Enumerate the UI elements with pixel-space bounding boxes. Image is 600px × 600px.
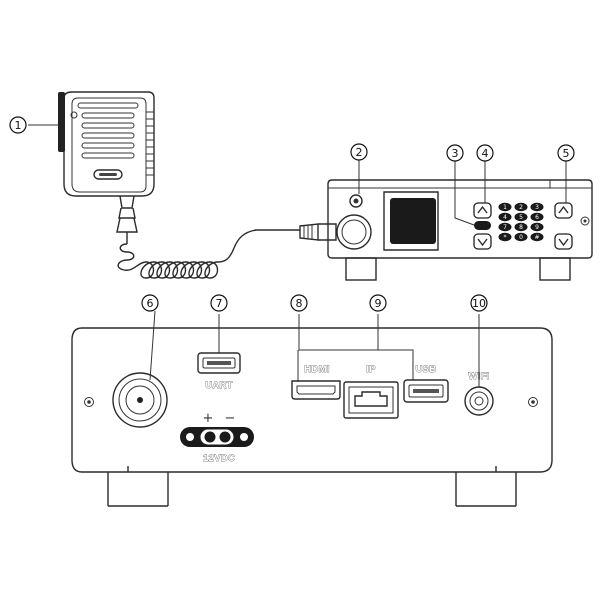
keypad-key-shape	[498, 212, 512, 222]
keypad-key-label: 3	[535, 204, 539, 211]
keypad-key-shape	[530, 212, 544, 222]
left-down-button	[473, 233, 492, 250]
keypad-key-shape	[498, 222, 512, 232]
callout-8: 8	[290, 294, 308, 312]
keypad-key: 7	[498, 222, 512, 232]
right-up-button	[554, 202, 573, 219]
right-down-button	[554, 233, 573, 250]
callout-3: 3	[446, 144, 464, 162]
ptt-key	[474, 221, 491, 230]
mic-ptt-button	[93, 169, 123, 180]
svg-text:9: 9	[375, 297, 382, 310]
ip-label: IP	[366, 364, 376, 375]
power-label: 12VDC	[203, 453, 235, 464]
left-up-button	[473, 202, 492, 219]
power-knob	[349, 194, 363, 208]
svg-text:10: 10	[472, 297, 486, 310]
svg-text:5: 5	[563, 147, 570, 160]
wifi-antenna-connector	[464, 386, 494, 416]
keypad-key-shape	[514, 232, 528, 242]
keypad-key: 6	[530, 212, 544, 222]
keypad-key: 3	[530, 202, 544, 212]
keypad-key-label: 4	[503, 214, 507, 221]
keypad-key-label: *	[504, 234, 507, 241]
keypad-key-shape	[514, 212, 528, 222]
radio-rear-panel: UART + − 12VDC HDMI IP USB	[71, 327, 553, 507]
keypad-key-label: 0	[519, 234, 523, 241]
numeric-keypad: 1 2 3 4 5 6 7 8 9 * 0 #	[498, 202, 544, 242]
callout-5: 5	[557, 144, 575, 162]
uart-port	[197, 352, 241, 374]
keypad-key: 5	[514, 212, 528, 222]
svg-text:1: 1	[15, 119, 22, 132]
usb-port	[403, 379, 449, 403]
svg-text:8: 8	[296, 297, 303, 310]
callout-1: 1	[9, 116, 27, 134]
ethernet-port	[343, 381, 399, 419]
side-ridges	[146, 111, 154, 176]
keypad-key-shape	[530, 232, 544, 242]
lcd-screen	[390, 198, 436, 244]
callout-9: 9	[369, 294, 387, 312]
keypad-key-shape	[498, 232, 512, 242]
keypad-key-label: 6	[535, 214, 539, 221]
keypad-key: 2	[514, 202, 528, 212]
keypad-key: 9	[530, 222, 544, 232]
callout-6: 6	[141, 294, 159, 312]
keypad-key-shape	[530, 222, 544, 232]
keypad-key-label: 5	[519, 214, 523, 221]
callout-4: 4	[476, 144, 494, 162]
keypad-key-label: #	[534, 234, 539, 241]
keypad-key: 1	[498, 202, 512, 212]
antenna-connector	[112, 372, 168, 428]
radio-front-unit: 1 2 3 4 5 6 7 8 9 * 0 #	[318, 179, 593, 281]
keypad-key-label: 8	[519, 224, 523, 231]
keypad-key: 0	[514, 232, 528, 242]
svg-text:3: 3	[452, 147, 459, 160]
handheld-microphone	[58, 91, 155, 233]
microphone-grille	[77, 102, 139, 159]
hdmi-port	[291, 380, 341, 400]
minus-label: −	[225, 411, 236, 426]
keypad-key-shape	[514, 222, 528, 232]
keypad-key-shape	[498, 202, 512, 212]
keypad-key: 8	[514, 222, 528, 232]
callout-7: 7	[210, 294, 228, 312]
keypad-key-label: 9	[535, 224, 539, 231]
keypad-key-label: 2	[519, 204, 523, 211]
hdmi-label: HDMI	[304, 364, 329, 375]
coiled-cord	[117, 223, 319, 279]
power-input-connector	[180, 427, 254, 447]
mic-connector-socket	[336, 214, 372, 250]
plus-label: +	[203, 411, 214, 426]
callout-10: 10	[470, 294, 488, 312]
keypad-key: *	[498, 232, 512, 242]
callout-2: 2	[350, 143, 368, 161]
svg-text:4: 4	[482, 147, 489, 160]
keypad-key-shape	[530, 202, 544, 212]
svg-text:7: 7	[216, 297, 223, 310]
svg-text:6: 6	[147, 297, 154, 310]
usb-label: USB	[416, 364, 437, 375]
keypad-key-label: 1	[503, 204, 507, 211]
keypad-key: #	[530, 232, 544, 242]
svg-text:2: 2	[356, 146, 363, 159]
uart-label: UART	[205, 380, 233, 391]
keypad-key-shape	[514, 202, 528, 212]
keypad-key: 4	[498, 212, 512, 222]
keypad-key-label: 7	[503, 224, 507, 231]
